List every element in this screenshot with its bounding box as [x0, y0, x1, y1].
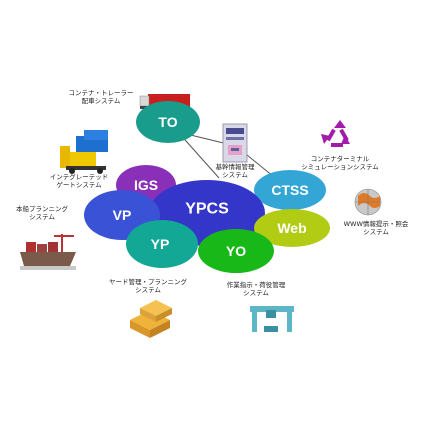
label-vessel-planning: 本船プランニング システム — [16, 205, 68, 221]
node-ctss: CTSS — [254, 170, 326, 210]
globe-network-icon — [354, 188, 382, 216]
node-ctss-label: CTSS — [271, 182, 308, 198]
label-trailer-system: コンテナ・トレーラー 配車システム — [68, 89, 134, 105]
node-yo-label: YO — [226, 243, 246, 259]
node-igs-label: IGS — [134, 177, 158, 193]
node-yp-label: YP — [151, 236, 170, 252]
node-ctss-shape — [254, 170, 326, 210]
node-yp: YP — [126, 220, 198, 268]
node-vp-label: VP — [113, 207, 132, 223]
node-web: Web — [254, 209, 330, 247]
node-ypcs-label: YPCS — [185, 201, 229, 218]
label-core-info: 基幹情報管理 システム — [215, 163, 255, 179]
stacked-containers-icon — [130, 300, 172, 338]
label-work-instruction: 作業指示・荷役管理 システム — [226, 281, 286, 297]
recycle-arrows-icon — [321, 120, 350, 147]
gantry-crane-icon — [250, 306, 294, 332]
container-ship-icon — [20, 234, 76, 270]
node-yo-shape — [198, 229, 274, 273]
label-yard-planning: ヤード管理・プランニング システム — [109, 278, 187, 294]
node-to: TO — [136, 101, 200, 143]
forklift-truck-icon — [60, 130, 108, 174]
node-web-label: Web — [277, 220, 306, 236]
node-to-shape — [136, 101, 200, 143]
node-yp-shape — [126, 220, 198, 268]
label-terminal-simulation: コンテナターミナル シミュレーションシステム — [301, 155, 379, 171]
node-web-shape — [254, 209, 330, 247]
server-computer-icon — [222, 123, 248, 163]
label-www-info: WWW情報提示・照会 システム — [343, 220, 409, 236]
label-integrated-gate: インテグレーテッド ゲートシステム — [49, 173, 109, 189]
node-to-label: TO — [158, 114, 177, 130]
node-yo: YO — [198, 229, 274, 273]
